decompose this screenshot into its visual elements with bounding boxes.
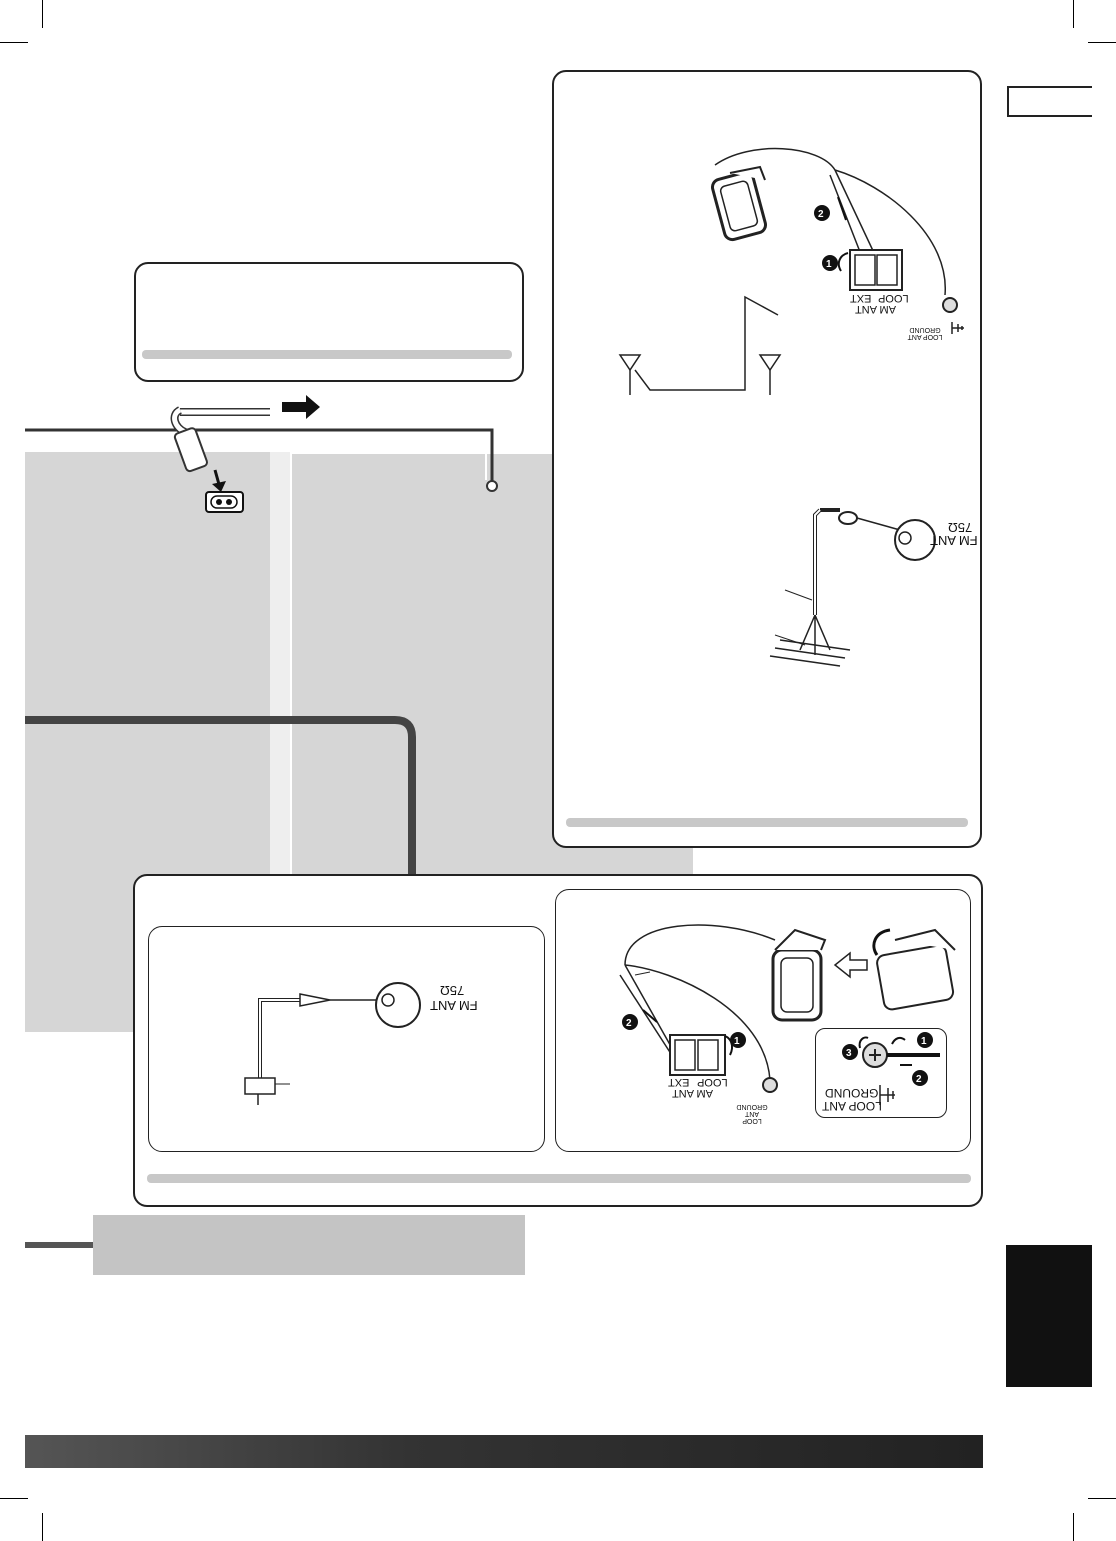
- fm-ant-label-2: FM ANT: [430, 998, 478, 1013]
- fm-ohm-label: 75Ω: [948, 520, 973, 535]
- marker-1: 1: [921, 1036, 927, 1047]
- ground-label-2: LOOP ANT GROUND: [736, 1103, 768, 1124]
- crop-mark: [42, 0, 43, 28]
- note-box: [134, 262, 524, 382]
- am-loop-antenna-diagram: 2 1: [618, 147, 958, 395]
- detail-ground-label: GROUND: [825, 1086, 879, 1100]
- crop-mark: [0, 1498, 28, 1499]
- am-ant-label: AM ANT: [855, 303, 896, 315]
- fm-indoor-subpanel: [148, 926, 545, 1152]
- loop-label-2: LOOP: [697, 1076, 728, 1088]
- bottom-band: [147, 1174, 971, 1183]
- section-heading-bar: [93, 1215, 525, 1275]
- crop-mark: [1088, 1498, 1116, 1499]
- ground-icon: [951, 322, 964, 334]
- loop-ant-ground-label: LOOP ANT GROUND: [907, 326, 943, 340]
- crop-mark: [42, 1513, 43, 1541]
- arrow-left-icon: [833, 951, 868, 979]
- crop-mark: [1073, 0, 1074, 28]
- am-loop-assembly-diagram: 1 2: [619, 924, 956, 1093]
- ground-icon: [879, 1085, 895, 1105]
- marker-2: 2: [818, 209, 824, 220]
- detail-loop-ant-label: LOOP ANT: [822, 1099, 882, 1113]
- am-ant-label-2: AM ANT: [672, 1087, 713, 1099]
- crop-mark: [0, 42, 28, 43]
- marker-1: 1: [734, 1036, 740, 1047]
- note-band: [142, 350, 512, 359]
- section-heading-line: [25, 1242, 95, 1248]
- page-tab-outline: [1007, 86, 1092, 117]
- marker-2: 2: [626, 1018, 632, 1029]
- ext-label-2: EXT: [668, 1076, 690, 1088]
- fm-ohm-label-2: 75Ω: [440, 983, 465, 998]
- footer-bar: [25, 1435, 983, 1468]
- ext-label: EXT: [850, 292, 872, 304]
- marker-2: 2: [916, 1074, 922, 1085]
- loop-label: LOOP: [878, 292, 909, 304]
- antenna-panel: [552, 70, 982, 848]
- section-tab: [1006, 1245, 1092, 1387]
- antenna-band: [566, 818, 968, 827]
- crop-mark: [1088, 42, 1116, 43]
- fm-ant-label: FM ANT: [930, 533, 978, 548]
- marker-1: 1: [826, 259, 832, 270]
- connector-line: [25, 716, 416, 880]
- fm-outdoor-antenna-diagram: [769, 508, 936, 667]
- fm-indoor-antenna-diagram: [244, 982, 421, 1105]
- power-cord-diagram: [25, 406, 498, 492]
- outlet-icon: [205, 491, 244, 513]
- arrow-right-icon: [282, 395, 320, 419]
- marker-3: 3: [846, 1048, 852, 1059]
- screw-icon: 3 1 2: [842, 1032, 940, 1105]
- crop-mark: [1073, 1513, 1074, 1541]
